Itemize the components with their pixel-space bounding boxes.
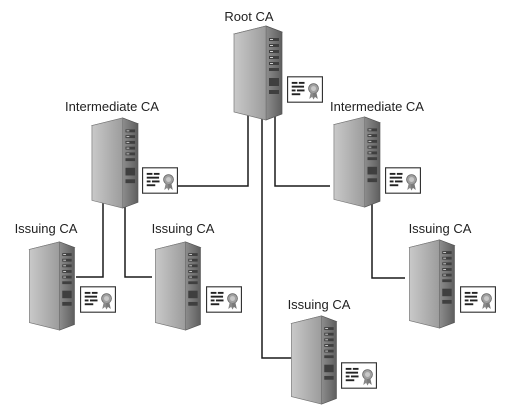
link-intermediate-left-issuing-2 [124, 200, 152, 278]
server-icon [290, 315, 337, 405]
intermediate-ca-right-label: Intermediate CA [330, 99, 424, 114]
link-root-intermediate-right [274, 112, 330, 187]
link-root-issuing-bottom [261, 115, 292, 359]
certificate-icon [341, 362, 377, 389]
issuing-ca-4-label: Issuing CA [409, 221, 472, 236]
server-icon [91, 117, 139, 209]
connector-lines [76, 112, 405, 359]
issuing-ca-4-node: Issuing CA [408, 221, 496, 329]
server-icon [233, 25, 283, 121]
server-icon [154, 241, 201, 331]
issuing-ca-1-node: Issuing CA [15, 221, 116, 331]
issuing-ca-2-label: Issuing CA [152, 221, 215, 236]
certificate-icon [385, 167, 421, 194]
intermediate-ca-right-node: Intermediate CA [330, 99, 424, 208]
certificate-icon [142, 167, 178, 194]
issuing-ca-2-node: Issuing CA [152, 221, 242, 331]
issuing-ca-3-label: Issuing CA [288, 297, 351, 312]
certificate-icon [460, 286, 496, 313]
intermediate-ca-left-node: Intermediate CA [65, 99, 178, 209]
issuing-ca-3-node: Issuing CA [288, 297, 377, 405]
root-ca-node: Root CA [224, 9, 323, 121]
link-intermediate-right-issuing-4 [371, 198, 405, 279]
server-icon [28, 241, 75, 331]
certificate-icon [206, 286, 242, 313]
certificate-icon [287, 76, 323, 103]
link-intermediate-left-issuing-1 [76, 197, 104, 278]
certificate-icon [80, 286, 116, 313]
server-icon [408, 239, 455, 329]
issuing-ca-1-label: Issuing CA [15, 221, 78, 236]
root-ca-label: Root CA [224, 9, 273, 24]
intermediate-ca-left-label: Intermediate CA [65, 99, 159, 114]
server-icon [333, 116, 381, 208]
link-root-intermediate-left [176, 112, 249, 187]
